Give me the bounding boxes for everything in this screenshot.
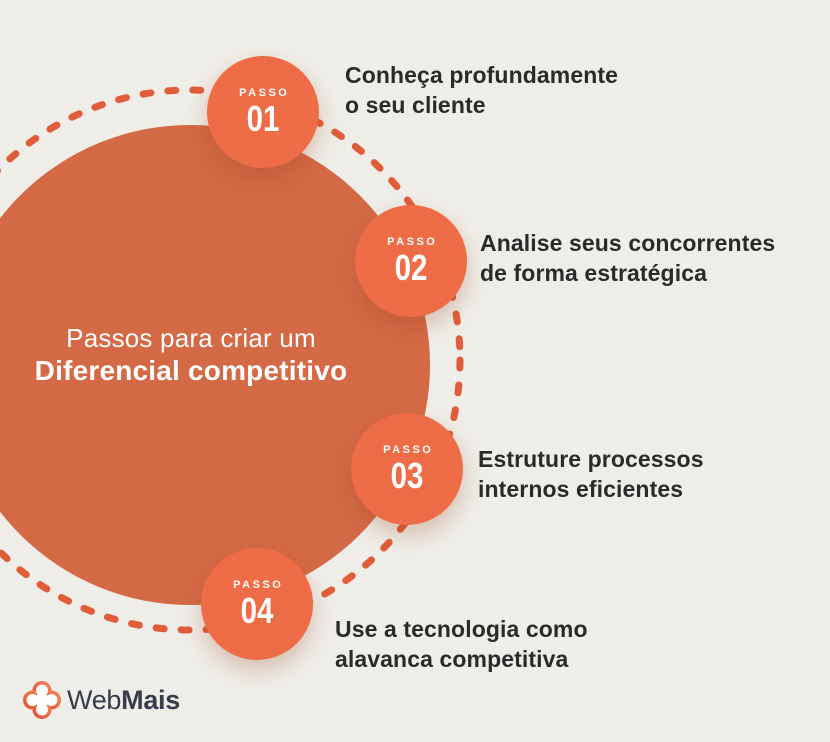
step-4-description-line-2: alavanca competitiva [335,646,569,672]
step-3-number: 03 [390,455,424,496]
step-2-number: 02 [394,247,428,288]
step-1-number: 01 [246,98,280,139]
logo-text-mais: Mais [121,684,180,715]
step-1-badge: PASSO 01 [207,56,319,168]
step-4-description-line-1: Use a tecnologia como [335,616,588,642]
step-1-description-line-2: o seu cliente [345,92,486,118]
step-2-description-line-1: Analise seus concorrentes [480,230,776,256]
title-line-1: Passos para criar um [66,323,316,353]
step-4-description: Use a tecnologia como alavanca competiti… [335,614,588,674]
step-2-description-line-2: de forma estratégica [480,260,707,286]
quatrefoil-clover-icon [23,681,61,719]
step-2-badge: PASSO 02 [355,205,467,317]
title-line-2: Diferencial competitivo [34,355,348,386]
logo-wordmark: WebMais [67,685,180,716]
step-4-number: 04 [240,590,274,631]
step-1-description-line-1: Conheça profundamente [345,62,619,88]
step-3-description: Estruture processos internos eficientes [478,444,704,504]
step-3-badge: PASSO 03 [351,413,463,525]
step-3-description-line-1: Estruture processos [478,446,704,472]
step-1-description: Conheça profundamente o seu cliente [345,60,618,120]
step-4-badge: PASSO 04 [201,548,313,660]
page-title: Passos para criar um Diferencial competi… [35,322,348,388]
step-2-description: Analise seus concorrentes de forma estra… [480,228,775,288]
webmais-logo: WebMais [22,680,180,720]
logo-text-web: Web [67,684,122,715]
step-3-description-line-2: internos eficientes [478,476,684,502]
